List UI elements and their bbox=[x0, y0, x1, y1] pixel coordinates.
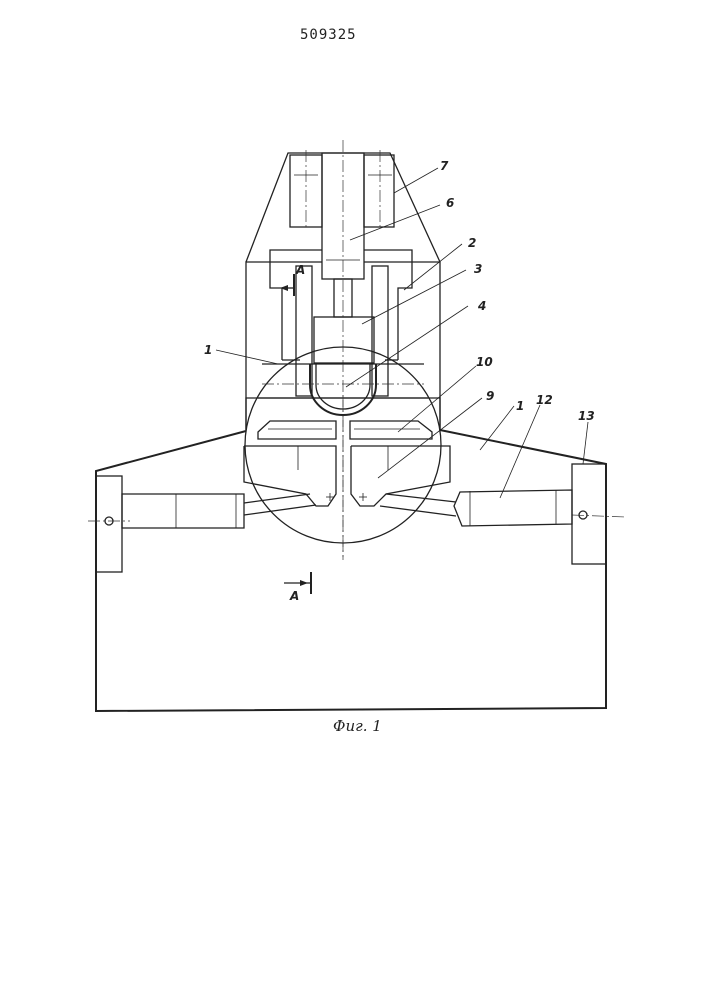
label-1-right: 1 bbox=[516, 399, 524, 413]
label-13: 13 bbox=[578, 409, 595, 423]
left-cylinder bbox=[88, 476, 316, 572]
label-1-left: 1 bbox=[204, 343, 212, 357]
section-label-bottom: А bbox=[289, 589, 299, 603]
part-labels: 7 6 2 3 4 1 10 9 1 12 13 bbox=[204, 159, 595, 423]
label-9: 9 bbox=[486, 389, 494, 403]
figure-caption: Фиг. 1 bbox=[333, 717, 453, 735]
label-6: 6 bbox=[446, 196, 454, 210]
right-cylinder bbox=[380, 464, 625, 564]
label-2: 2 bbox=[468, 236, 476, 250]
label-7: 7 bbox=[440, 159, 449, 173]
label-12: 12 bbox=[536, 393, 553, 407]
section-mark-top: А bbox=[280, 263, 305, 296]
label-10: 10 bbox=[476, 355, 493, 369]
section-label-top: А bbox=[295, 263, 305, 277]
label-3: 3 bbox=[474, 262, 482, 276]
label-4: 4 bbox=[477, 299, 486, 313]
section-mark-bottom: А bbox=[284, 572, 311, 603]
